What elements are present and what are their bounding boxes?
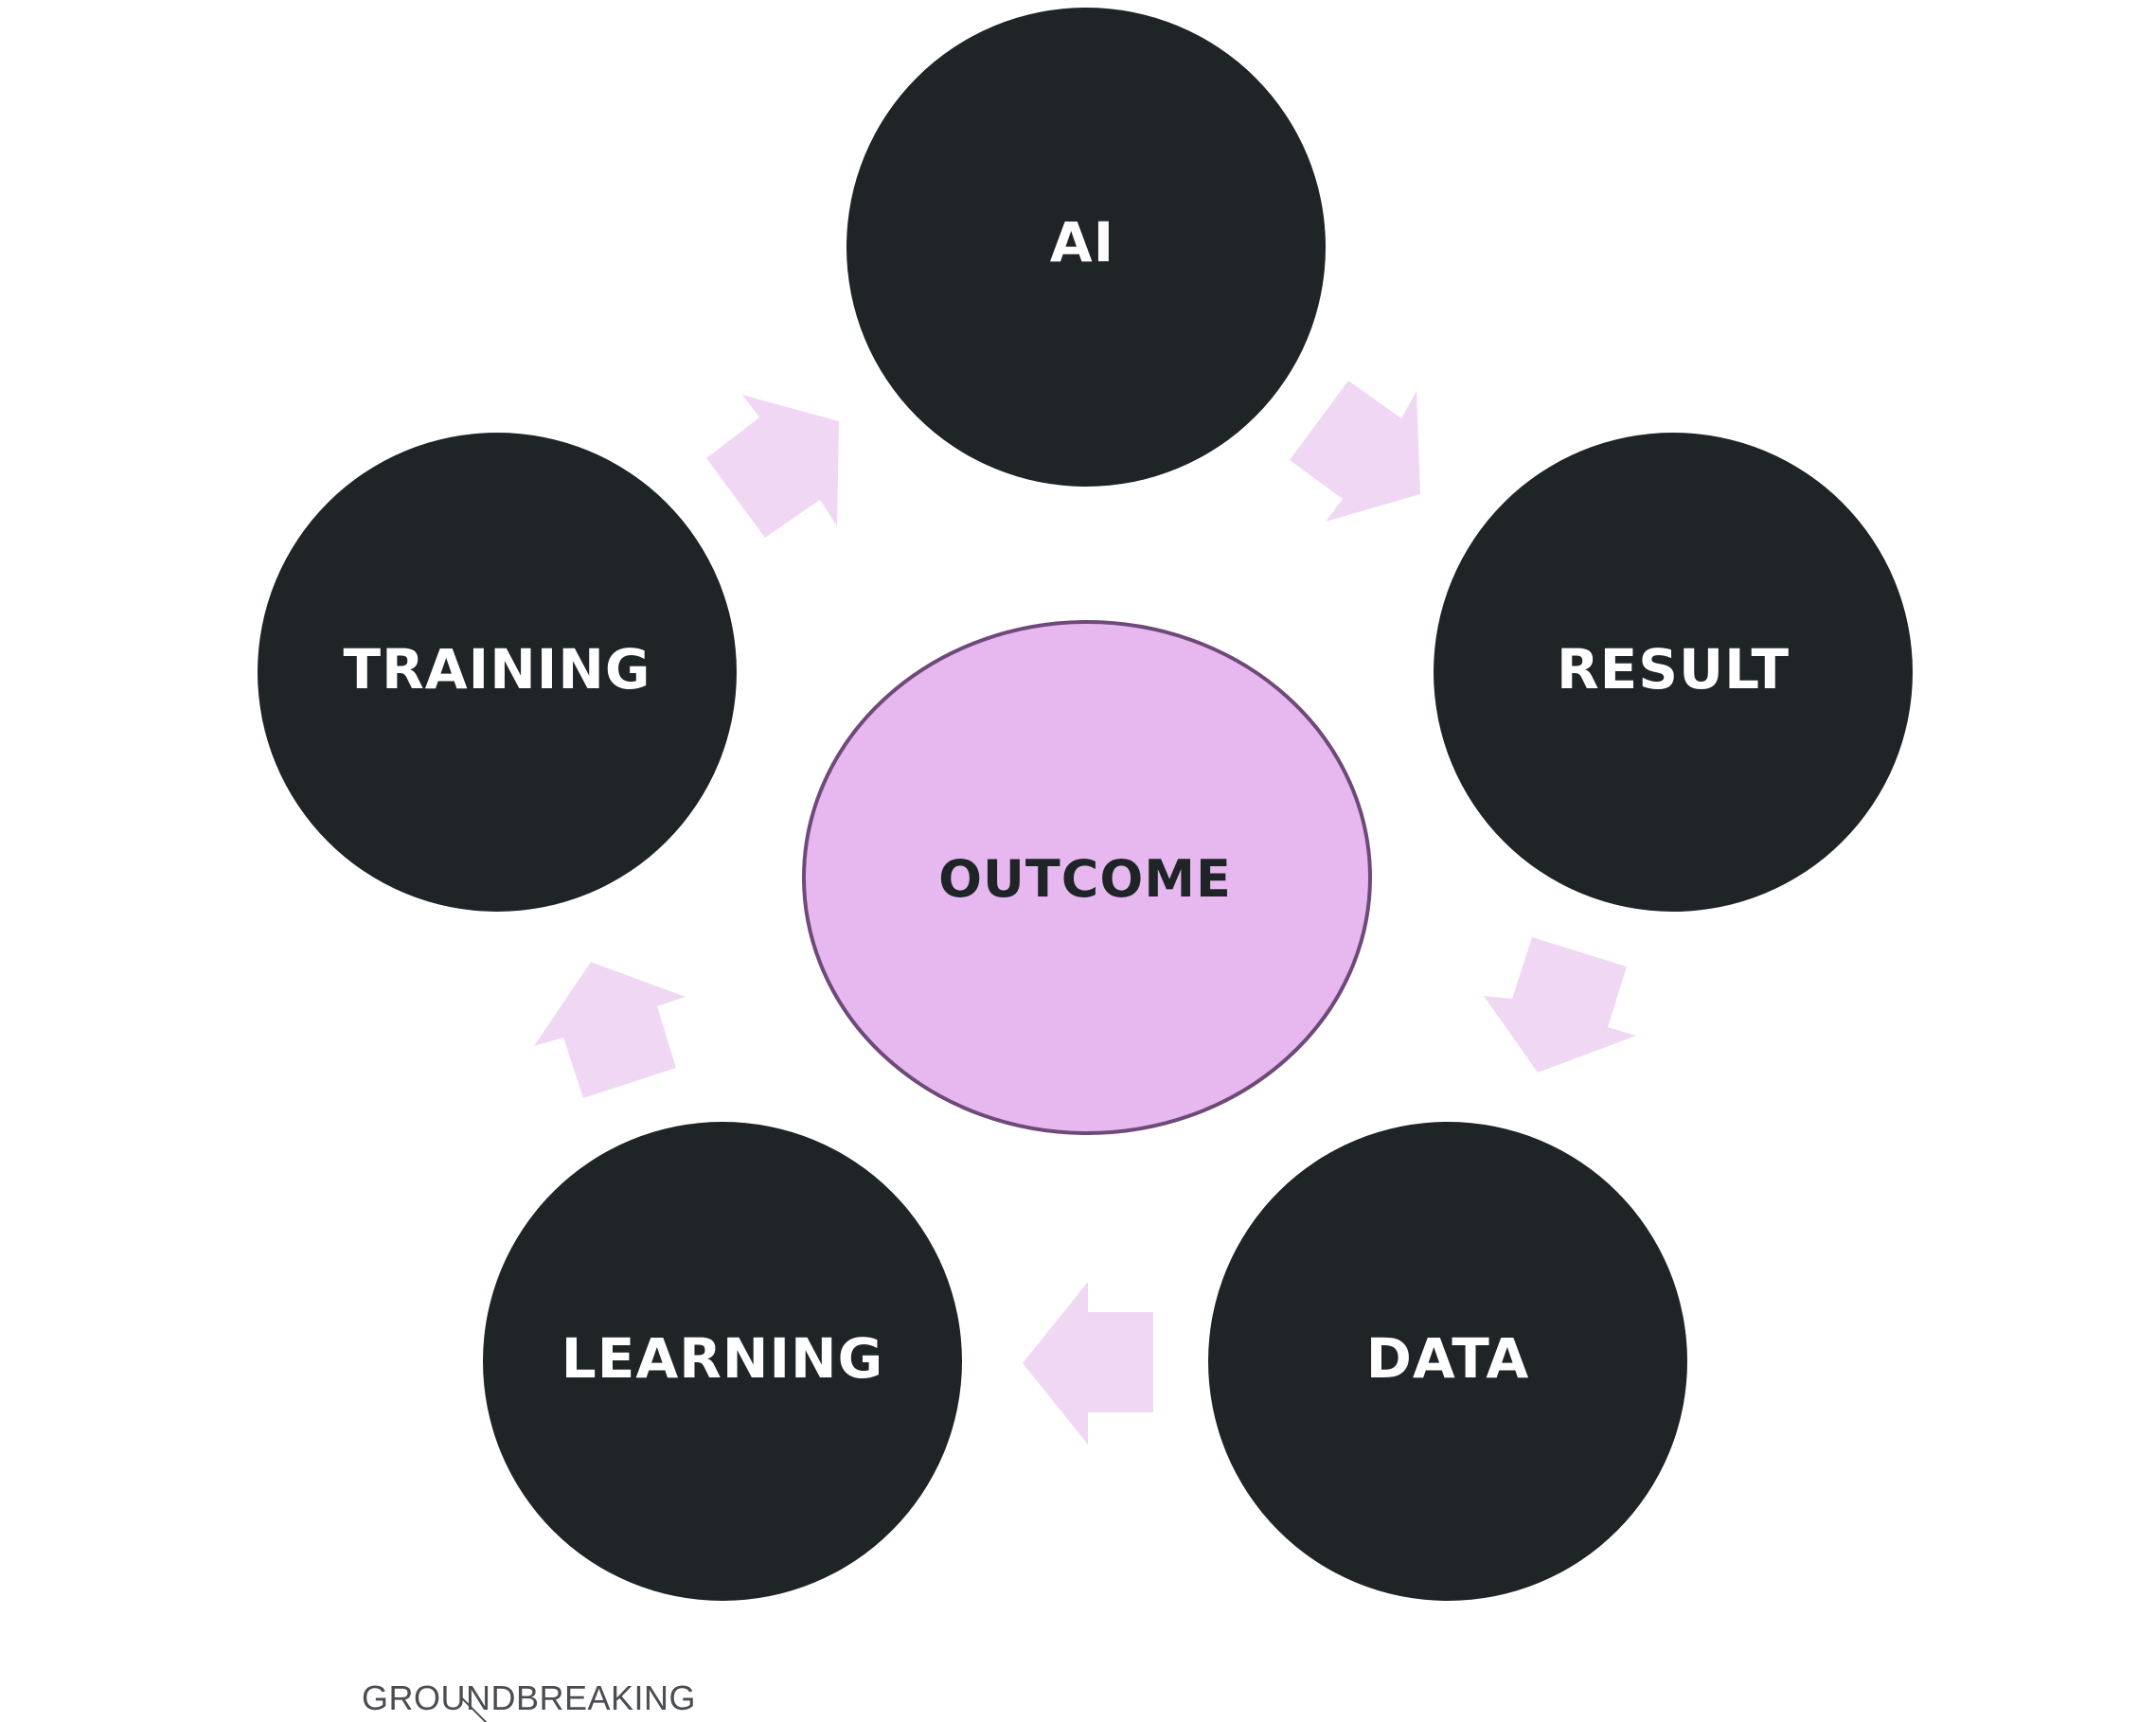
node-learning-label: LEARNING (561, 1326, 883, 1391)
node-learning: LEARNING (483, 1122, 962, 1601)
flow-arrows (534, 381, 1636, 1445)
node-result-label: RESULT (1557, 637, 1790, 701)
node-result: RESULT (1434, 433, 1913, 912)
node-data-label: DATA (1366, 1326, 1529, 1391)
brand-logo-slash (461, 1697, 488, 1722)
arrow-ai-to-result (1290, 381, 1420, 522)
arrow-training-to-ai (706, 395, 839, 538)
arrow-result-to-data (1484, 937, 1636, 1073)
center-node: OUTCOME (802, 620, 1372, 1135)
node-learning-circle (483, 1122, 962, 1601)
center-label: OUTCOME (938, 849, 1232, 909)
arrow-learning-to-training (534, 962, 686, 1098)
arrow-data-to-learning (1023, 1282, 1153, 1445)
node-ai-label: AI (1050, 210, 1114, 275)
node-training-circle (258, 433, 737, 912)
node-ai-circle (846, 8, 1326, 487)
brand-logo-text: GROUNDBREAKING (362, 1678, 696, 1717)
brand-logo: GROUNDBREAKING (362, 1678, 696, 1722)
node-result-circle (1434, 433, 1913, 912)
center-ellipse (802, 620, 1372, 1135)
node-data-circle (1208, 1122, 1687, 1601)
node-training-label: TRAINING (344, 637, 651, 701)
node-training: TRAINING (258, 433, 737, 912)
node-ai: AI (846, 8, 1326, 487)
node-data: DATA (1208, 1122, 1687, 1601)
